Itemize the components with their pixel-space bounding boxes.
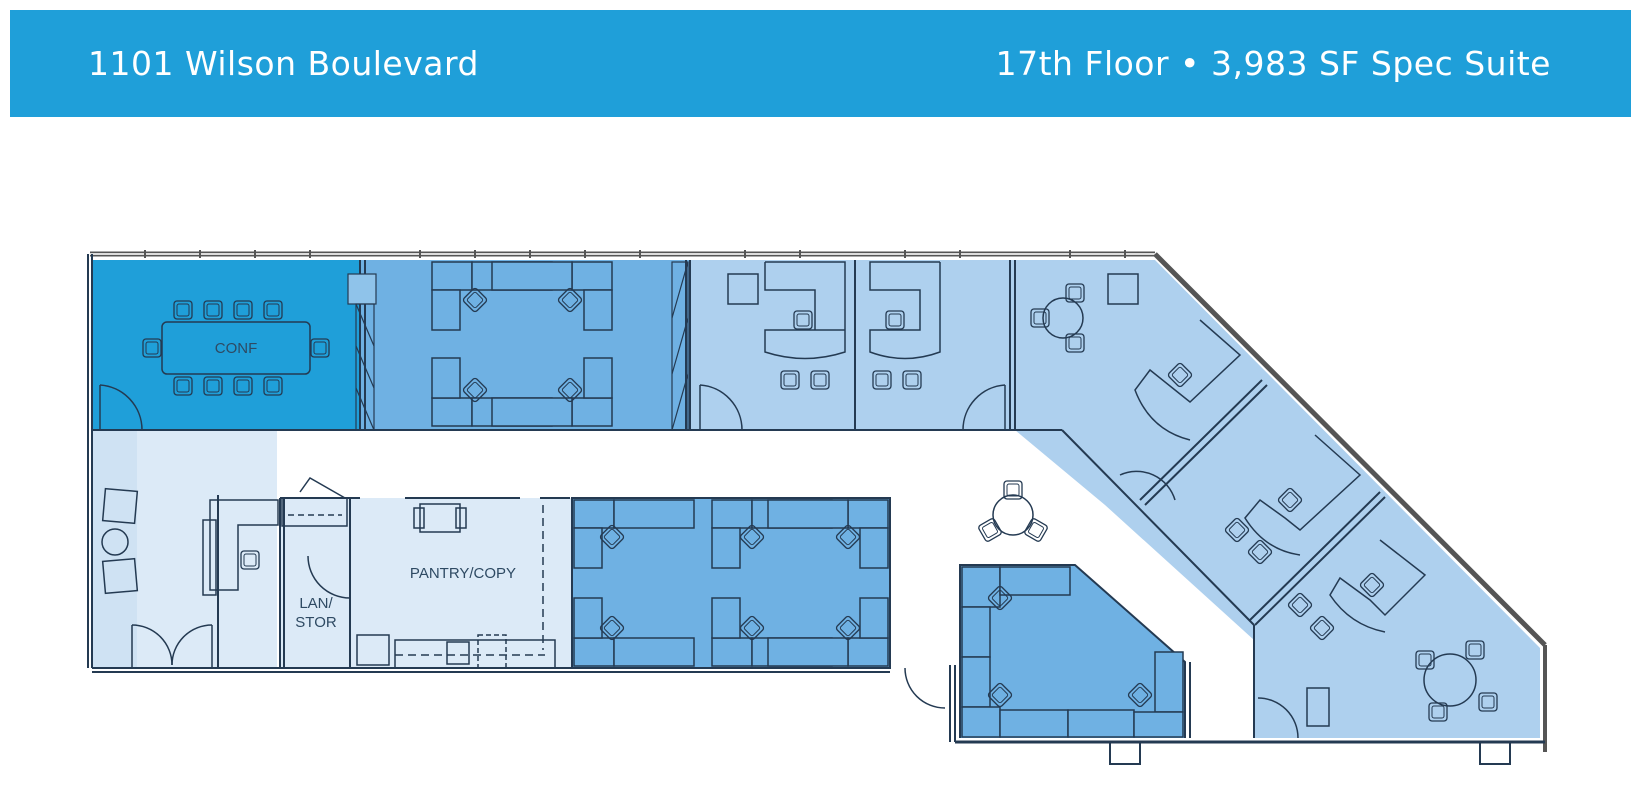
header-banner: 1101 Wilson Boulevard 17th Floor • 3,983… xyxy=(10,10,1631,117)
private-offices-north xyxy=(690,260,1015,430)
lan-stor-label-line1: LAN/ xyxy=(299,595,333,612)
suite-info: 17th Floor • 3,983 SF Spec Suite xyxy=(995,44,1551,83)
conference-table: CONF xyxy=(142,300,330,396)
storage-cabinets xyxy=(347,261,689,431)
pantry-labels: PANTRY/COPY LAN/ STOR xyxy=(295,565,516,631)
corner-office-se-furniture xyxy=(1286,539,1498,727)
workstation-cluster-angled xyxy=(961,566,1184,738)
building-address: 1101 Wilson Boulevard xyxy=(88,44,479,83)
lan-stor-label-line2: STOR xyxy=(295,614,337,631)
pantry-area xyxy=(280,498,572,668)
pantry-furniture xyxy=(281,477,556,669)
reception-area xyxy=(92,430,277,668)
corridor-round-table xyxy=(976,480,1050,544)
conf-label: CONF xyxy=(215,340,258,357)
reception-furniture xyxy=(101,487,279,596)
diagonal-offices-wing xyxy=(1015,260,1540,738)
window-mullions xyxy=(144,250,1126,258)
doors xyxy=(99,384,1299,739)
pantry-label: PANTRY/COPY xyxy=(410,565,516,582)
corner-office-ne-furniture xyxy=(1030,273,1242,441)
office-furniture-north xyxy=(727,261,941,390)
diagonal-office-2-furniture xyxy=(1223,434,1362,566)
